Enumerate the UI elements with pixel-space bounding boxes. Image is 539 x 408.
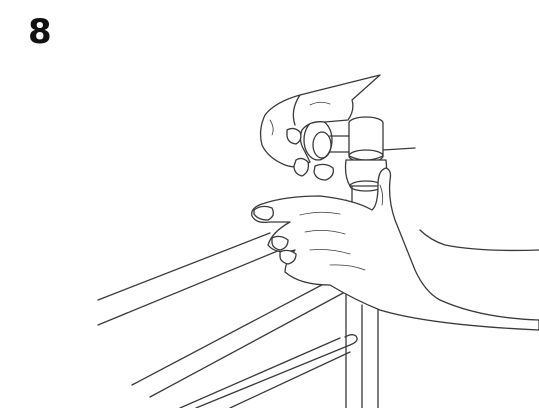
knob [304, 120, 349, 160]
lower-hand [252, 168, 539, 330]
